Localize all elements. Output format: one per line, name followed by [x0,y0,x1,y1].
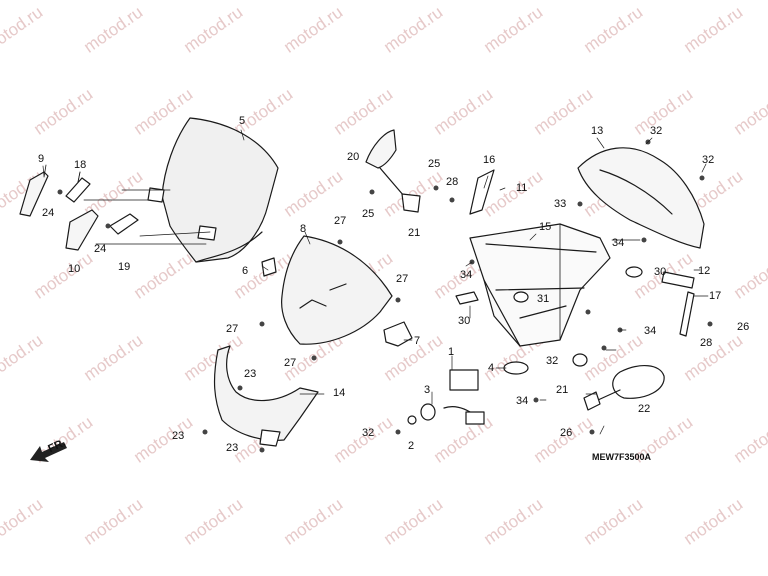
callout-21a: 21 [408,227,421,239]
bracket-17-shape [679,291,695,337]
callout-25b: 26 [737,321,750,333]
callout-15: 15 [539,221,552,233]
relay-shape [449,369,479,391]
part-6-shape [261,257,277,277]
callout-27d: 27 [284,357,297,369]
callout-32b: 32 [702,154,715,166]
right-mirror-part [583,365,665,411]
upper-cowl-part [281,235,393,345]
upper-frame-stay [469,223,611,347]
callout-34b: 34 [644,325,657,337]
left-mirror-stay [365,129,421,213]
callout-8: 8 [300,223,307,235]
callout-6: 6 [242,265,249,277]
callout-12: 12 [698,265,711,277]
callout-14: 14 [333,387,346,399]
callout-21b: 21 [556,384,569,396]
callout-3: 3 [424,384,431,396]
callout-10: 10 [68,263,81,275]
bracket-16-shape [469,169,495,215]
callout-2: 2 [408,440,415,452]
callout-16: 16 [483,154,496,166]
callout-27b: 27 [396,273,409,285]
callout-29: 30 [458,315,471,327]
rubber-mount-shape [407,415,417,425]
callout-26a: 25 [362,208,375,220]
rubber-mount-shape [420,403,436,421]
grommet-shape [625,266,643,278]
side-trim-parts [19,164,139,251]
diagram-code: MEW7F3500A [592,452,652,462]
callout-4: 4 [488,362,495,374]
callout-27a: 27 [334,215,347,227]
callout-30b: 31 [537,293,550,305]
callout-26b: 26 [560,427,573,439]
meter-panel-part [577,147,705,249]
callout-23b: 23 [172,430,185,442]
callout-28b: 28 [700,337,713,349]
callout-9: 9 [38,153,45,165]
callout-32d: 34 [612,237,625,249]
windscreen-part [83,117,279,263]
callout-13: 13 [591,125,604,137]
callout-11: 11 [516,182,528,194]
leader-lines [42,129,709,435]
callout-5: 5 [239,115,246,127]
callout-17: 17 [709,290,722,302]
connector-shape [465,411,485,425]
callout-24b: 24 [94,243,107,255]
callout-33: 34 [516,395,529,407]
callout-1: 1 [448,346,455,358]
callout-30a: 30 [654,266,667,278]
bracket-12-shape [661,271,695,289]
front-arrow-icon [30,442,67,462]
callout-7: 7 [414,335,421,347]
lower-cowl-part [213,345,319,447]
callout-32c: 33 [554,198,567,210]
callout-34a: 34 [460,269,473,281]
callout-18: 18 [74,159,87,171]
callout-25a: 25 [428,158,441,170]
callout-19: 19 [118,261,131,273]
callout-30c: 32 [546,355,559,367]
clip-shape [455,291,479,305]
callout-23c: 23 [226,442,239,454]
callout-20: 20 [347,151,360,163]
callout-27c: 27 [226,323,239,335]
part-7-shape [383,321,413,347]
callout-23a: 23 [244,368,257,380]
grommet-shape [513,291,529,303]
callout-32a: 32 [650,125,663,137]
callout-22: 22 [638,403,651,415]
bolts [57,139,713,453]
callout-24a: 24 [42,207,55,219]
horn-shape [503,361,529,375]
callout-28a: 28 [446,176,459,188]
grommet-shape [572,353,588,367]
callout-31: 32 [362,427,375,439]
